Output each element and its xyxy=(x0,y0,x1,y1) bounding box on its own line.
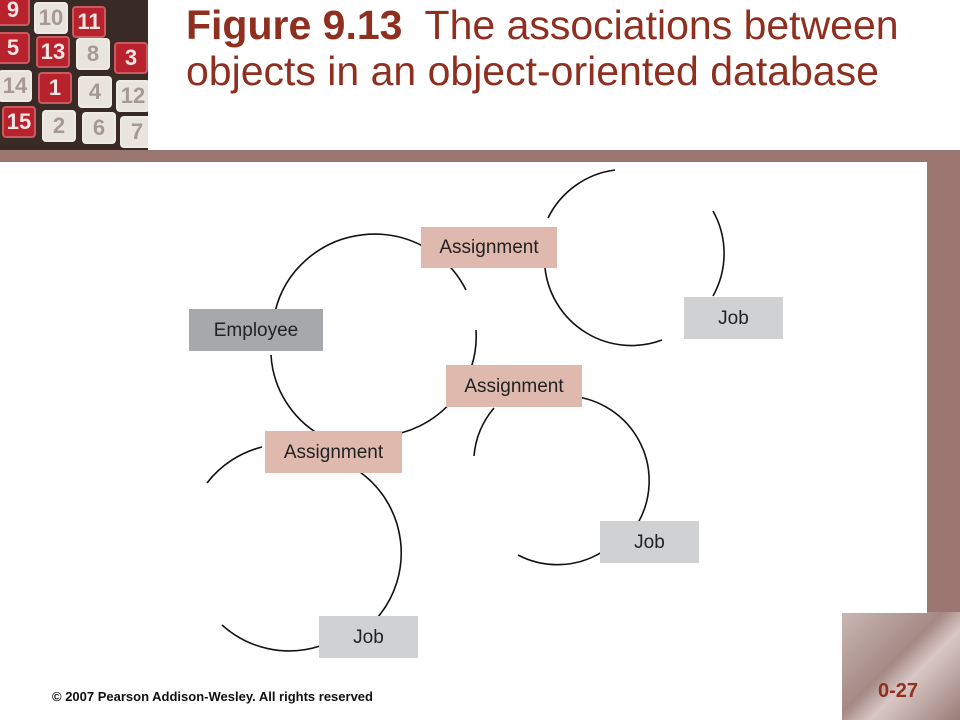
logo-tile: 10 xyxy=(34,2,68,34)
arc-assignment-bottom-job xyxy=(206,446,402,652)
arc-assignment-middle-job xyxy=(473,395,650,566)
logo-tile: 7 xyxy=(120,116,148,148)
figure-caption: The associations between objects in an o… xyxy=(186,2,899,94)
job-node-bottom: Job xyxy=(319,616,418,658)
job-node-top: Job xyxy=(684,297,783,339)
figure-number: Figure 9.13 xyxy=(186,2,403,48)
assignment-node-middle: Assignment xyxy=(446,365,582,407)
logo-tile: 5 xyxy=(0,32,30,64)
logo-tile: 1 xyxy=(38,72,72,104)
logo-tile: 6 xyxy=(82,112,116,144)
puzzle-logo: 9 10 11 5 13 8 3 14 1 4 12 15 2 6 7 xyxy=(0,0,148,150)
logo-tile: 8 xyxy=(76,38,110,70)
logo-tile: 11 xyxy=(72,6,106,38)
slide-number: 0-27 xyxy=(878,680,919,702)
logo-tile: 15 xyxy=(2,106,36,138)
assignment-node-top: Assignment xyxy=(421,227,557,268)
logo-tile: 4 xyxy=(78,76,112,108)
slide-title: Figure 9.13 The associations between obj… xyxy=(186,2,906,94)
logo-tile: 12 xyxy=(116,80,148,112)
employee-node: Employee xyxy=(189,309,323,351)
logo-tile: 14 xyxy=(0,70,32,102)
arc-assignment-top-job xyxy=(544,169,725,347)
copyright-footer: © 2007 Pearson Addison-Wesley. All right… xyxy=(52,689,373,704)
content-panel-lower xyxy=(0,612,842,720)
job-node-middle: Job xyxy=(600,521,699,563)
logo-tile: 2 xyxy=(42,110,76,142)
keyboard-texture xyxy=(842,612,960,720)
logo-tile: 13 xyxy=(36,36,70,68)
logo-tile: 3 xyxy=(114,42,148,74)
logo-tile: 9 xyxy=(0,0,30,26)
assignment-node-bottom: Assignment xyxy=(265,431,402,473)
